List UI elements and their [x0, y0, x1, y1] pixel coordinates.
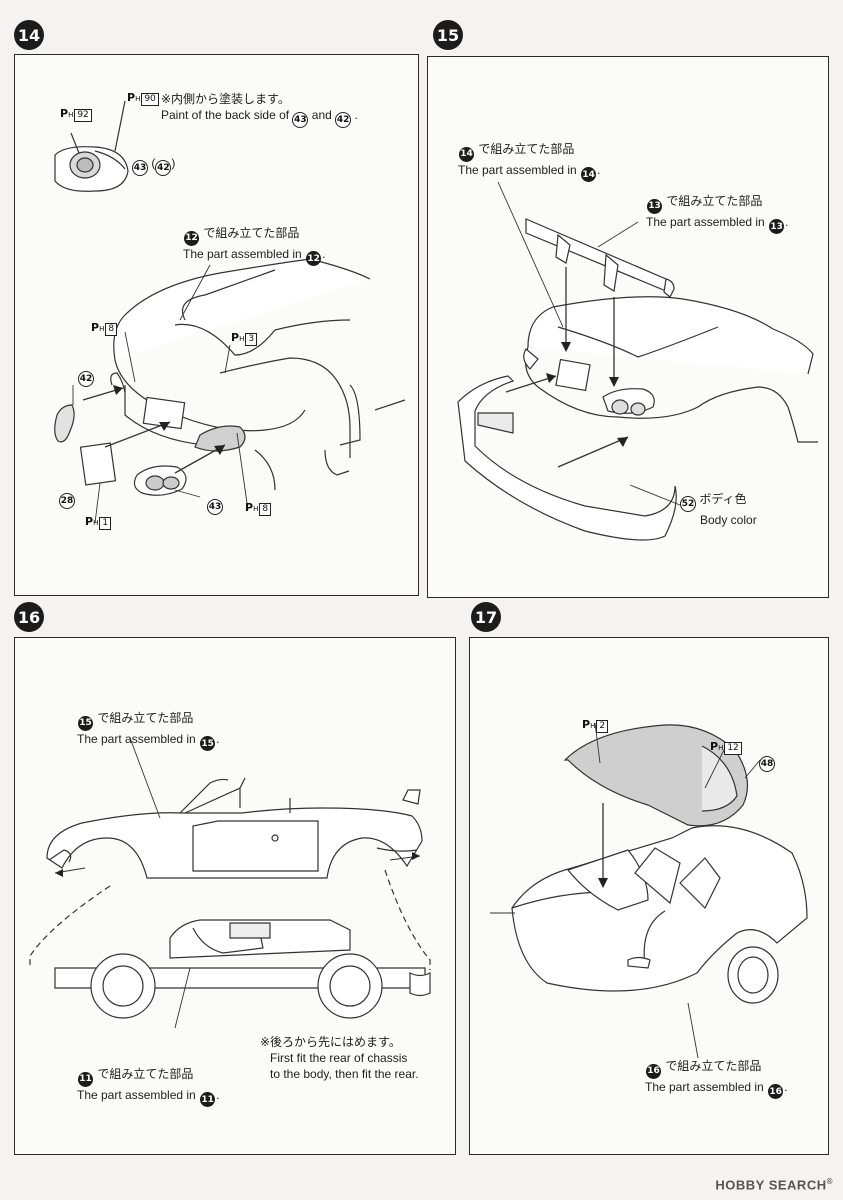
step-number-15: 15: [433, 20, 463, 50]
assembled-part-caption-16: 16 で組み立てた部品 The part assembled in 16.: [645, 1058, 787, 1099]
rear-wing-bumper-illustration: [457, 181, 818, 541]
part-43-label: 43: [207, 493, 223, 515]
assembled-part-caption-13: 13 で組み立てた部品 The part assembled in 13.: [646, 193, 788, 234]
step-number-14: 14: [14, 20, 44, 50]
part-52-body-color: 52 ボディ色 Body color: [680, 492, 757, 527]
part-28-label: 28: [59, 487, 75, 509]
part-42-label: 42: [78, 365, 94, 387]
mirror-part-labels: 43 (42): [132, 155, 175, 176]
assembled-part-caption-15: 15 で組み立てた部品 The part assembled in 15.: [77, 710, 219, 751]
paint-note: ※内側から塗装します。 Paint of the back side of 43…: [161, 91, 358, 128]
step-15-panel: 14 で組み立てた部品 The part assembled in 14. 13…: [427, 56, 829, 598]
fit-order-note: ※後ろから先にはめます。 First fit the rear of chass…: [260, 1035, 419, 1081]
assembled-part-caption-11: 11 で組み立てた部品 The part assembled in 11.: [77, 1066, 219, 1107]
step-number-16: 16: [14, 602, 44, 632]
assembled-part-caption-14: 14 で組み立てた部品 The part assembled in 14.: [458, 141, 600, 182]
assembled-part-caption-12: 12 で組み立てた部品 The part assembled in 12.: [183, 225, 325, 266]
body-chassis-assembly-illustration: [29, 737, 431, 1029]
hobby-search-watermark: HOBBY SEARCH®: [715, 1176, 833, 1192]
hardtop-installation-illustration: [490, 722, 808, 1059]
rear-end-parts-illustration: [54, 100, 406, 524]
part-48-label: 48: [759, 750, 775, 772]
step-16-panel: 15 で組み立てた部品 The part assembled in 15. ※後…: [14, 637, 456, 1155]
step-number-17: 17: [471, 602, 501, 632]
